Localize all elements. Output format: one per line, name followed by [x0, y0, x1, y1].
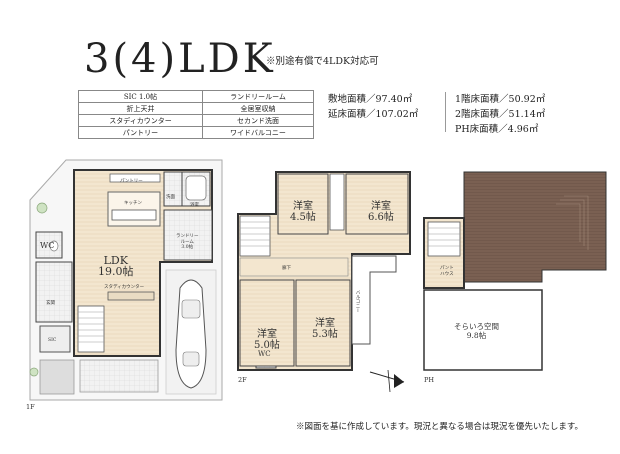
floor2-area: 2階床面積／51.14㎡ [455, 109, 546, 120]
deck-pattern [556, 195, 589, 250]
bedroom-6-6-label: 洋室 6.6帖 [368, 201, 394, 223]
laundry-label: ランドリー ルーム 3.0帖 [176, 234, 199, 250]
car-windshield [181, 299, 201, 319]
hall-2f [239, 257, 349, 277]
pantry-label: パントリー [120, 179, 143, 184]
washroom [163, 171, 183, 207]
bath-label: 浴室 [190, 203, 199, 208]
bedroom-5-0-label: 洋室 5.0帖 [254, 329, 280, 351]
feature-cell: ワイドバルコニー [201, 126, 315, 139]
stairs-2f [239, 215, 271, 257]
closet [329, 173, 345, 231]
island [107, 291, 155, 301]
stairs-1f [77, 305, 105, 353]
bedroom-5-0 [239, 279, 295, 367]
laundry-room [163, 209, 213, 261]
floor1-area: 1階床面積／50.92㎡ [455, 94, 546, 105]
entrance-area [35, 261, 73, 323]
sky-space-name: そらいろ空間 [454, 322, 499, 331]
compass-icon [369, 369, 405, 393]
bedroom-size: 4.5帖 [290, 212, 316, 223]
floor1-label: 1F [26, 403, 35, 411]
pantry-ph-label: パント ハウス [440, 266, 454, 277]
bedroom-name: 洋室 [292, 201, 313, 212]
bedroom-name: 洋室 [256, 329, 277, 340]
footnote: ※図面を基に作成しています。現況と異なる場合は現況を優先いたします。 [296, 422, 584, 432]
feature-cell: パントリー [78, 126, 203, 139]
features-row: SIC 1.0帖 ランドリールーム [78, 90, 315, 103]
features-row: 折上天井 全居室収納 [78, 102, 315, 115]
floor2-plan [237, 171, 411, 393]
features-table: SIC 1.0帖 ランドリールーム 折上天井 全居室収納 スタディカウンター セ… [78, 90, 315, 139]
balcony-2f [351, 255, 397, 345]
kitchen-area [107, 191, 161, 227]
ldk-name: LDK [103, 254, 128, 267]
car-rear-window [182, 351, 200, 367]
tree-icon [36, 202, 48, 214]
bedroom-size: 6.6帖 [368, 212, 394, 223]
bedroom-4-5-label: 洋室 4.5帖 [290, 201, 316, 223]
bedroom-name: 洋室 [370, 201, 391, 212]
sic-label: SIC [48, 338, 57, 343]
area-divider [445, 92, 446, 132]
sky-space-size: 9.8帖 [466, 331, 487, 340]
site-area: 敷地面積／97.40㎡ [328, 94, 413, 105]
bedroom-4-5 [277, 173, 329, 235]
sky-space-label: そらいろ空間 9.8帖 [454, 322, 499, 340]
wc-2f-label: WC [258, 350, 271, 358]
hall-label: 廊下 [282, 266, 291, 271]
site-totals: 敷地面積／97.40㎡ 延床面積／107.02㎡ [328, 92, 418, 122]
study-label: スタディカウンター [104, 285, 145, 290]
bedroom-6-6 [345, 173, 409, 235]
bedroom-5-3-label: 洋室 5.3帖 [312, 318, 338, 340]
entrance-label: 玄関 [46, 301, 55, 306]
kitchen-label: キッチン [124, 201, 142, 206]
bedroom-size: 5.0帖 [254, 340, 280, 351]
balcony-label: バルコニー [355, 290, 360, 313]
porch-steps [79, 359, 159, 393]
rear-counter [109, 173, 161, 183]
sky-space [423, 289, 543, 371]
floor-areas: 1階床面積／50.92㎡ 2階床面積／51.14㎡ PH床面積／4.96㎡ [455, 92, 545, 137]
bathtub [185, 175, 207, 201]
floor2-label: 2F [238, 376, 247, 384]
penthouse-plan [423, 171, 607, 371]
ldk-size: 19.0帖 [98, 265, 134, 278]
plan-title: 3(4)LDK [84, 36, 276, 82]
tree-icon [29, 367, 39, 377]
total-floor-area: 延床面積／107.02㎡ [328, 109, 419, 120]
washroom-label: 洗面 [166, 195, 175, 200]
ph-area: PH床面積／4.96㎡ [455, 124, 539, 135]
porch [39, 359, 75, 395]
kitchen-counter [111, 209, 157, 221]
stairs-ph [427, 221, 461, 257]
ldk-label: LDK 19.0帖 [98, 255, 134, 277]
ph-label: PH [424, 376, 435, 384]
bedroom-name: 洋室 [314, 318, 335, 329]
car-outline [175, 279, 207, 389]
wc-1f-label: WC [40, 241, 55, 250]
toilet-1f [49, 240, 59, 252]
bedroom-5-3 [295, 279, 351, 367]
floor1-plan [29, 159, 223, 401]
plan-subtitle: ※別途有償で4LDK対応可 [266, 56, 379, 67]
rooftop-deck [463, 171, 607, 283]
features-row: パントリー ワイドバルコニー [78, 126, 315, 139]
sic-area [39, 325, 71, 353]
bedroom-size: 5.3帖 [312, 329, 338, 340]
